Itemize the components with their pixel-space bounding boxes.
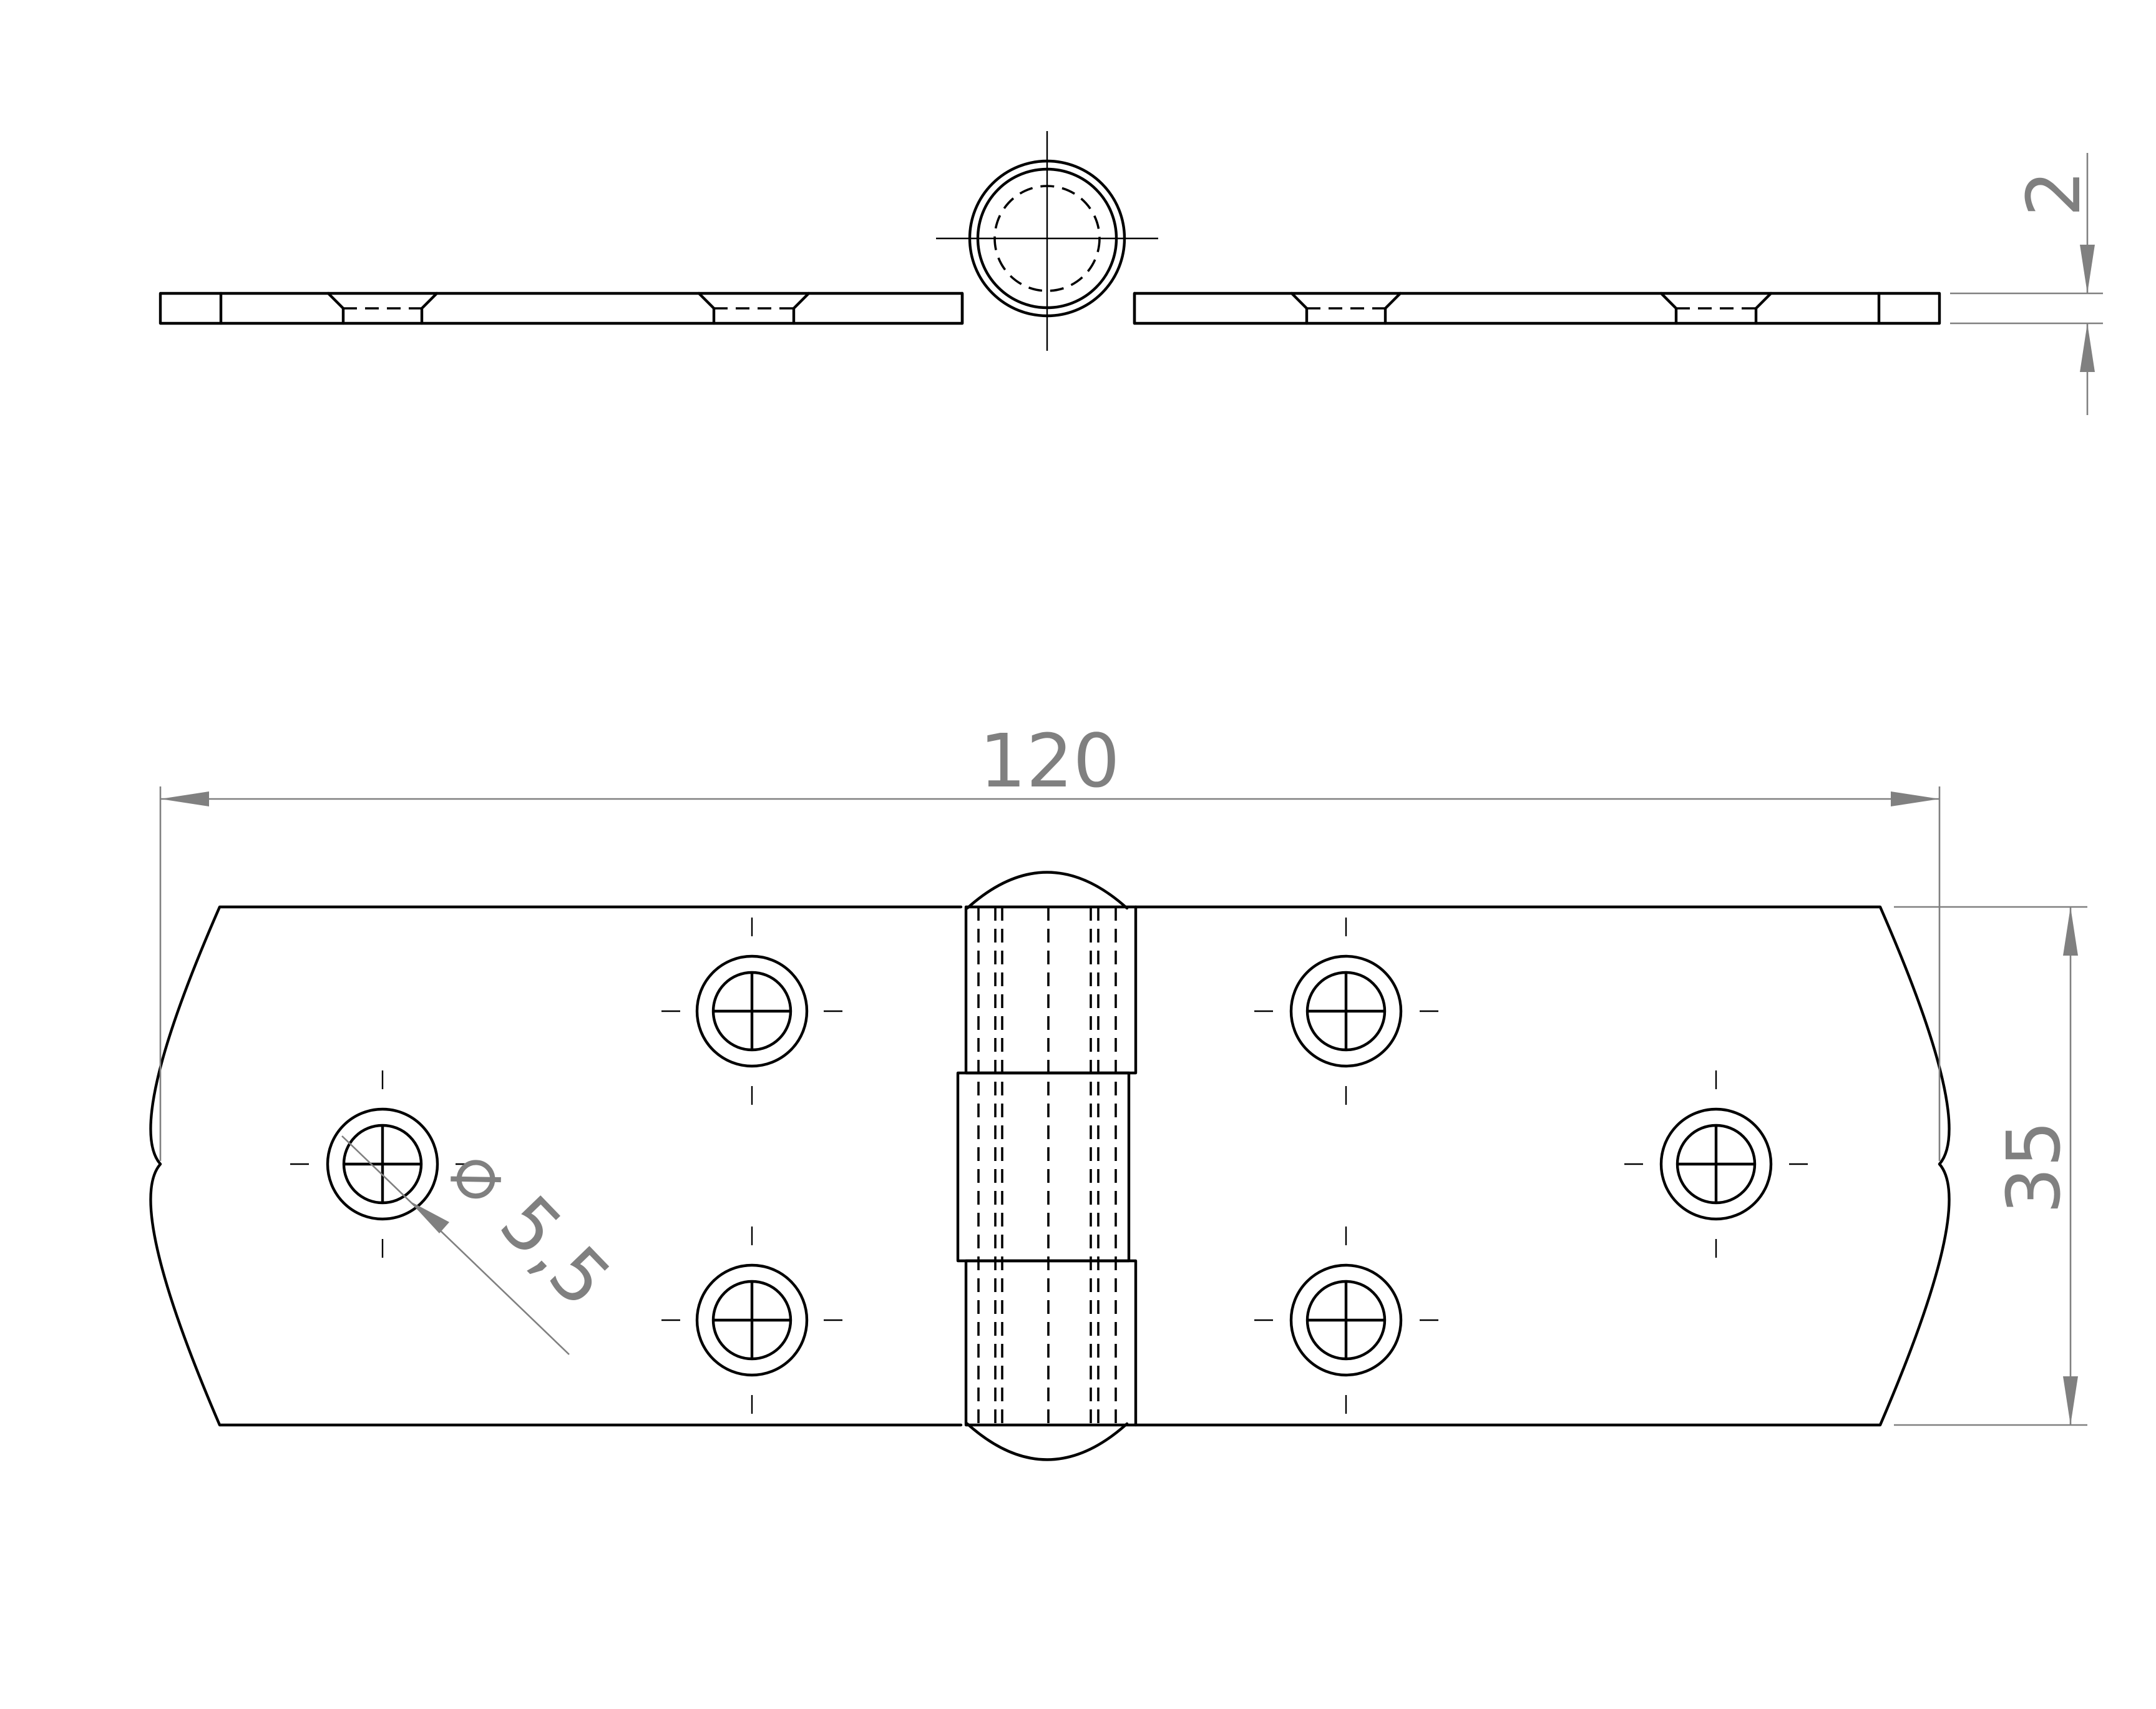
countersink-profile [326, 291, 1773, 325]
dimension-text-length: 120 [979, 718, 1119, 804]
screw-hole [1254, 1227, 1438, 1414]
screw-holes [290, 918, 1808, 1414]
leaf-profile-right [1133, 291, 1941, 325]
dimension-text-thickness: 2 [2011, 170, 2097, 217]
knuckle-end-view [936, 131, 1158, 351]
diameter-symbol: ⌀ [435, 1129, 528, 1220]
hinge-leaf-right [1134, 905, 1951, 1427]
dimension-text-hole-diameter: 5,5 [484, 1179, 627, 1323]
knuckle [956, 871, 1138, 1461]
hinge-leaf-left [149, 905, 963, 1427]
dimension-width: 35 [1894, 906, 2087, 1426]
screw-hole [290, 1070, 474, 1258]
screw-hole [661, 1227, 842, 1414]
leaf-profile-left [159, 291, 964, 325]
front-view [149, 871, 1951, 1461]
dimension-hole-diameter: ⌀ 5,5 [341, 1129, 627, 1355]
screw-hole [1254, 918, 1438, 1105]
screw-hole [1624, 1070, 1808, 1258]
dimension-text-width: 35 [1991, 1120, 2077, 1214]
top-view [159, 131, 1941, 351]
screw-hole [661, 918, 842, 1105]
dimension-thickness: 2 [1950, 153, 2103, 415]
dimension-overall-length: 120 [159, 718, 1941, 1161]
